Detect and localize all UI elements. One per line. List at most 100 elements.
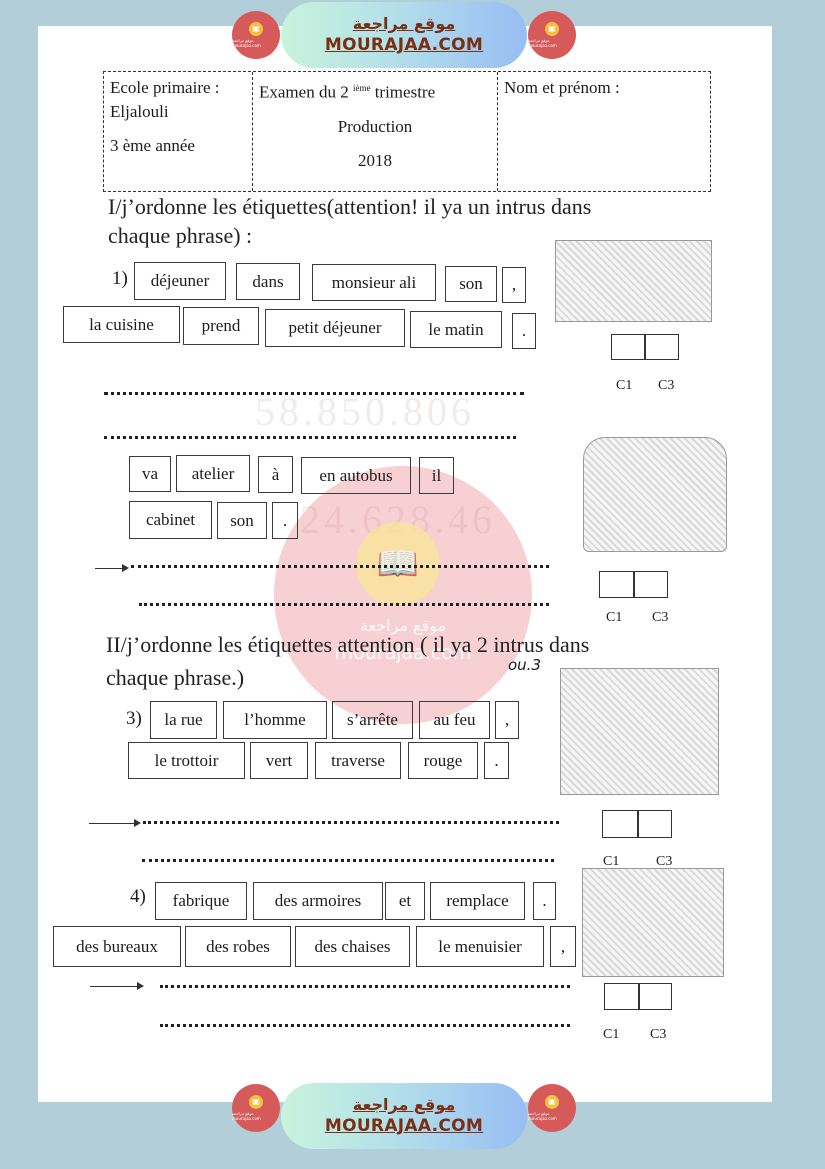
part2-instruction: II/j’ordonne les étiquettes attention ( …: [106, 630, 589, 692]
punctuation-tag[interactable]: .: [484, 742, 509, 779]
exam-sup: ième: [352, 83, 371, 93]
answer-line[interactable]: [104, 392, 524, 395]
exam-title: Examen du 2 ième trimestre: [259, 76, 491, 105]
exercise-number: 1): [112, 268, 128, 289]
logo-right-bottom[interactable]: ▣ موقع مراجعة mourajaa.com: [528, 1084, 576, 1132]
punctuation-tag[interactable]: .: [533, 882, 556, 920]
word-tag[interactable]: traverse: [315, 742, 401, 779]
criteria-box[interactable]: [604, 983, 672, 1010]
word-tag[interactable]: son: [445, 266, 497, 302]
student-name-cell[interactable]: Nom et prénom :: [498, 72, 710, 191]
logo-right-top[interactable]: ▣ موقع مراجعة mourajaa.com: [528, 11, 576, 59]
criteria-label-c3: C3: [656, 854, 673, 869]
punctuation-tag[interactable]: ,: [495, 701, 519, 739]
word-tag[interactable]: des bureaux: [53, 926, 181, 967]
word-tag[interactable]: atelier: [176, 455, 250, 492]
school-label: Ecole primaire :: [110, 78, 220, 97]
book-icon: ▣: [249, 1095, 263, 1109]
exam-suffix: trimestre: [374, 82, 436, 102]
answer-line[interactable]: [160, 985, 570, 988]
criteria-box[interactable]: [599, 571, 668, 598]
punctuation-tag[interactable]: .: [512, 313, 536, 349]
exercise-number: 3): [126, 708, 142, 729]
word-tag[interactable]: cabinet: [129, 501, 212, 539]
site-banner-bottom[interactable]: موقع مراجعة MOURAJAA.COM: [281, 1083, 527, 1149]
word-tag[interactable]: fabrique: [155, 882, 247, 920]
answer-line[interactable]: [143, 821, 559, 824]
book-icon: ▣: [545, 22, 559, 36]
criteria-c3-cell[interactable]: [639, 983, 672, 1010]
watermark: 📖 موقع مراجعة mourajaa.com: [274, 466, 532, 724]
criteria-box[interactable]: [611, 334, 679, 360]
logo-left-bottom[interactable]: ▣ موقع مراجعة mourajaa.com: [232, 1084, 280, 1132]
book-icon: ▣: [249, 22, 263, 36]
answer-line[interactable]: [142, 859, 554, 862]
banner-arabic-title: موقع مراجعة: [352, 14, 456, 33]
word-tag[interactable]: le menuisier: [416, 926, 544, 967]
illustration-bus: [583, 437, 727, 552]
criteria-box[interactable]: [602, 810, 672, 838]
exam-prefix: Examen du 2: [259, 82, 349, 102]
word-tag[interactable]: des robes: [185, 926, 291, 967]
illustration-crosswalk: [560, 668, 719, 795]
banner-site-link[interactable]: MOURAJAA.COM: [324, 1116, 484, 1136]
watermark-site: mourajaa.com: [334, 642, 472, 664]
criteria-c3-cell[interactable]: [645, 334, 679, 360]
word-tag[interactable]: en autobus: [301, 457, 411, 494]
exercise-number: 4): [130, 886, 146, 907]
word-tag[interactable]: dans: [236, 263, 300, 300]
word-tag[interactable]: à: [258, 456, 293, 493]
word-tag[interactable]: s’arrête: [332, 701, 413, 739]
school-info-cell: Ecole primaire : Eljalouli 3 ème année: [104, 72, 253, 191]
faint-phone-number: 58.850.806: [255, 389, 475, 434]
word-tag[interactable]: va: [129, 456, 171, 492]
word-tag[interactable]: des chaises: [295, 926, 410, 967]
word-tag[interactable]: vert: [250, 742, 308, 779]
criteria-label-c1: C1: [603, 1027, 620, 1042]
school-name: Eljalouli: [110, 102, 169, 121]
word-tag[interactable]: le trottoir: [128, 742, 245, 779]
criteria-c1-cell[interactable]: [611, 334, 645, 360]
name-label: Nom et prénom :: [504, 78, 620, 97]
word-tag[interactable]: il: [419, 457, 454, 494]
part2-instruction-line2: chaque phrase.): [106, 665, 245, 690]
word-tag[interactable]: remplace: [430, 882, 525, 920]
part1-instruction-line1: I/j’ordonne les étiquettes(attention! il…: [108, 194, 592, 219]
punctuation-tag[interactable]: .: [272, 502, 298, 539]
illustration-man-breakfast: [555, 240, 712, 322]
word-tag[interactable]: rouge: [408, 742, 478, 779]
answer-line[interactable]: [139, 603, 549, 606]
logo-left-top[interactable]: ▣ موقع مراجعة mourajaa.com: [232, 11, 280, 59]
word-tag[interactable]: prend: [183, 307, 259, 345]
banner-site-link[interactable]: MOURAJAA.COM: [324, 35, 484, 55]
punctuation-tag[interactable]: ,: [502, 267, 526, 303]
word-tag[interactable]: monsieur ali: [312, 264, 436, 301]
answer-line[interactable]: [104, 436, 516, 439]
word-tag[interactable]: petit déjeuner: [265, 309, 405, 347]
criteria-c1-cell[interactable]: [604, 983, 639, 1010]
word-tag[interactable]: des armoires: [253, 882, 383, 920]
criteria-c3-cell[interactable]: [634, 571, 668, 598]
word-tag[interactable]: l’homme: [223, 701, 327, 739]
criteria-c3-cell[interactable]: [638, 810, 672, 838]
word-tag[interactable]: son: [217, 502, 267, 539]
criteria-label-c1: C1: [603, 854, 620, 869]
word-tag[interactable]: la cuisine: [63, 306, 180, 343]
word-tag[interactable]: la rue: [150, 701, 217, 739]
word-tag[interactable]: et: [385, 882, 425, 920]
punctuation-tag[interactable]: ,: [550, 926, 576, 967]
criteria-label-c3: C3: [650, 1027, 667, 1042]
word-tag[interactable]: déjeuner: [134, 262, 226, 300]
answer-line[interactable]: [131, 565, 549, 568]
criteria-c1-cell[interactable]: [602, 810, 638, 838]
answer-line[interactable]: [160, 1024, 570, 1027]
word-tag[interactable]: au feu: [419, 701, 490, 739]
book-icon: ▣: [545, 1095, 559, 1109]
exam-info-cell: Examen du 2 ième trimestre Production 20…: [253, 72, 498, 191]
site-banner-top[interactable]: موقع مراجعة MOURAJAA.COM: [281, 2, 527, 68]
banner-arabic-title: موقع مراجعة: [352, 1095, 456, 1114]
criteria-c1-cell[interactable]: [599, 571, 634, 598]
word-tag[interactable]: le matin: [410, 311, 502, 348]
arrow-icon: [95, 564, 129, 572]
exam-year: 2018: [358, 150, 392, 170]
